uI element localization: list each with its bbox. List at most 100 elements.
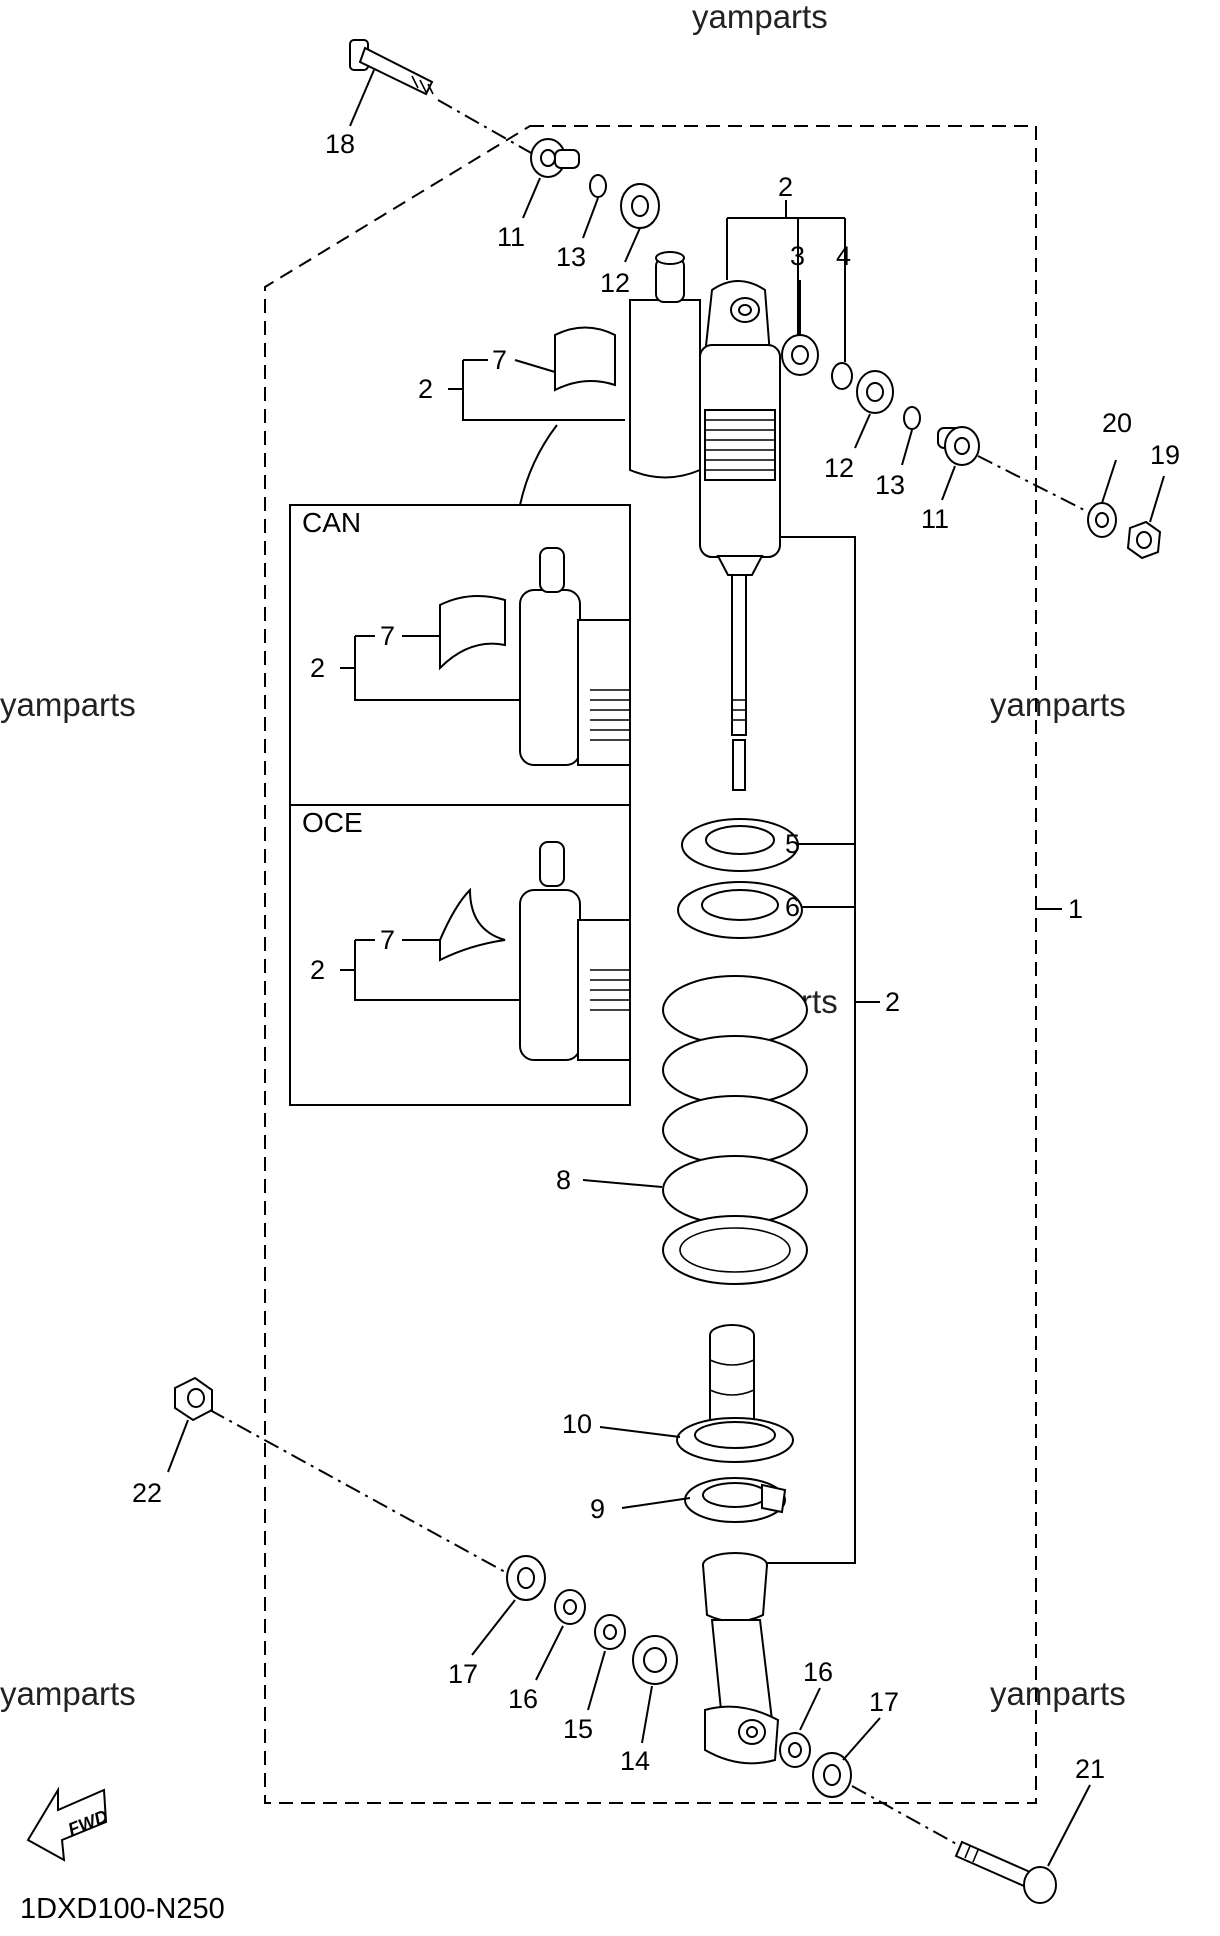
leader-9 [621, 1497, 691, 1509]
leader-14 [641, 1685, 653, 1744]
bump-stop [709, 1324, 755, 1426]
lower-clevis [702, 1552, 780, 1765]
spring-guide-10 [676, 1417, 794, 1463]
callout-2-mid: 2 [885, 987, 900, 1017]
callout-12-left: 12 [600, 268, 630, 298]
callout-21: 21 [1075, 1754, 1105, 1784]
leader-12-left [624, 227, 641, 263]
callout-20: 20 [1102, 408, 1132, 438]
callout-2-left: 2 [418, 374, 433, 404]
leader-19 [1149, 475, 1165, 523]
callout-2-oce: 2 [310, 955, 325, 985]
callout-1: 1 [1068, 894, 1083, 924]
bracket-2-left [462, 360, 625, 421]
bolt-21 [954, 1840, 1057, 1904]
shock-body [699, 280, 781, 791]
bearing-12-right [856, 370, 894, 414]
spring-8 [662, 975, 808, 1285]
leader-12-right [854, 413, 871, 449]
inset-title-oce: OCE [302, 807, 363, 838]
watermark-top: yamparts [692, 0, 828, 35]
callout-7-can: 7 [380, 621, 395, 651]
spacer-15 [594, 1614, 626, 1650]
leader-15 [587, 1650, 606, 1711]
callout-22: 22 [132, 1478, 162, 1508]
collar-11-right [937, 426, 980, 466]
axis-lower-left [209, 1409, 506, 1573]
leader-16-left [535, 1625, 564, 1681]
callout-11-left: 11 [497, 222, 525, 252]
washer-17-right [812, 1752, 852, 1798]
leader-8 [582, 1179, 663, 1188]
callout-16-left: 16 [508, 1684, 538, 1714]
callout-17-right: 17 [869, 1687, 899, 1717]
leader-13-right [901, 429, 913, 466]
cylinder-cover-7-top [554, 326, 616, 392]
leader-10 [599, 1426, 681, 1438]
leader-20 [1101, 459, 1117, 504]
diagram-code: 1DXD100-N250 [20, 1893, 225, 1925]
inset-pointer [505, 424, 558, 506]
leader-11-right [941, 465, 956, 501]
callout-8: 8 [556, 1165, 571, 1195]
bracket-line-2-right [740, 536, 856, 1564]
assembly-boundary-dashed [264, 125, 1037, 1804]
leader-11-left [522, 177, 541, 219]
fwd-arrow-icon [26, 1786, 108, 1862]
watermark-left-upper: yamparts [0, 686, 136, 723]
leader-18 [349, 69, 375, 127]
leader-21 [1047, 1784, 1091, 1867]
leader-16-right [799, 1687, 821, 1731]
callout-15: 15 [563, 1714, 593, 1744]
bracket-2-can [354, 636, 520, 701]
callout-19: 19 [1150, 440, 1180, 470]
nut-22 [174, 1376, 213, 1422]
washer-17-left [506, 1555, 546, 1601]
axis-upper-left [437, 99, 541, 159]
nut-19 [1126, 520, 1162, 560]
bearing-12-left [620, 183, 660, 229]
callout-5: 5 [785, 829, 800, 859]
circlip-4 [831, 362, 853, 390]
reservoir [629, 251, 701, 479]
callout-13-right: 13 [875, 470, 905, 500]
callout-10: 10 [562, 1409, 592, 1439]
locknut-5 [681, 818, 799, 872]
callout-17-left: 17 [448, 1659, 478, 1689]
washer-20 [1087, 502, 1117, 538]
oring-13-right [903, 406, 921, 430]
collar-16-left [554, 1589, 586, 1625]
callout-12-right: 12 [824, 453, 854, 483]
callout-4: 4 [836, 241, 851, 271]
collar-11-left [530, 138, 580, 178]
inset-title-can: CAN [302, 507, 361, 538]
variant-inset-panel [289, 504, 631, 1106]
callout-7-top: 7 [492, 345, 507, 375]
leader-17-right [842, 1717, 881, 1761]
leader-22 [167, 1419, 189, 1473]
watermark-right-lower: yamparts [990, 1675, 1126, 1712]
adjuster-6 [677, 881, 803, 939]
callout-11-right: 11 [921, 504, 949, 534]
callout-2-top: 2 [778, 172, 793, 202]
bushing-3 [781, 334, 819, 376]
collar-16-right [779, 1732, 811, 1768]
watermark-left-lower: yamparts [0, 1675, 136, 1712]
bearing-14 [632, 1635, 678, 1685]
axis-upper-right [977, 455, 1101, 519]
callout-13-left: 13 [556, 242, 586, 272]
callout-6: 6 [785, 892, 800, 922]
leader-13-left [582, 197, 599, 239]
bracket-2-oce [354, 940, 520, 1001]
watermark-right-upper: yamparts [990, 686, 1126, 723]
axis-lower-right [851, 1785, 961, 1847]
oring-13-left [589, 174, 607, 198]
callout-14: 14 [620, 1746, 650, 1776]
callout-16-right: 16 [803, 1657, 833, 1687]
callout-9: 9 [590, 1494, 605, 1524]
callout-3: 3 [790, 241, 805, 271]
leader-17-left [471, 1599, 516, 1656]
bolt-18 [349, 39, 434, 96]
